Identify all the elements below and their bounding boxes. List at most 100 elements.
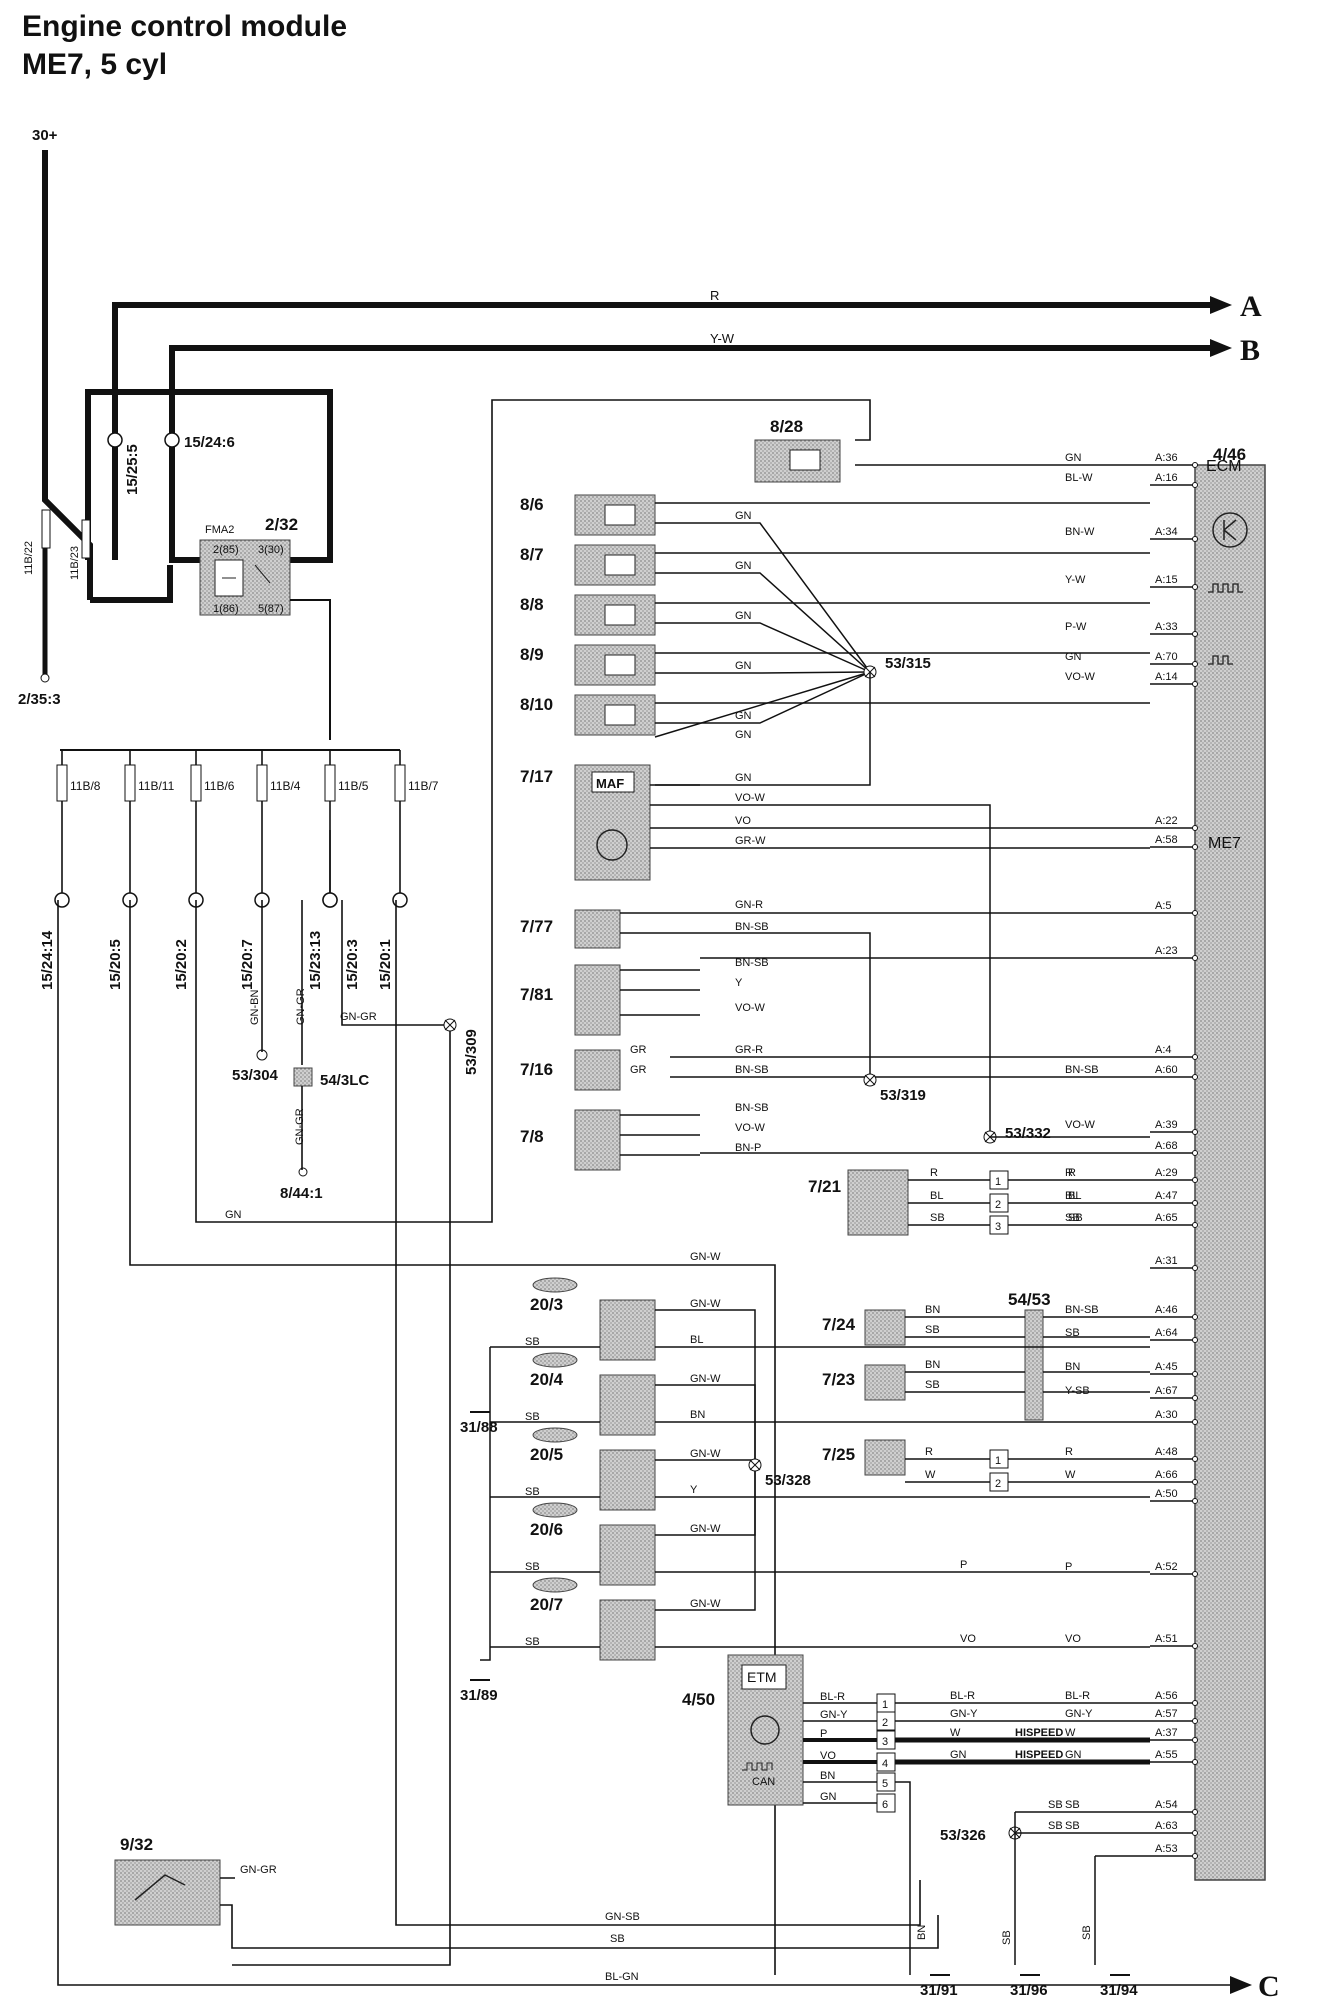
wire-bl-gn: BL-GN <box>605 1971 639 1983</box>
fuse: 11B/415/20:7 <box>239 750 301 990</box>
ecm-pin: A:37W <box>1065 1727 1198 1743</box>
etm-wire-left: GN <box>820 1791 837 1803</box>
ecm-ref: 4/46 <box>1213 445 1246 464</box>
ecm-pin-wire-color: GN <box>1065 1749 1082 1761</box>
splice-53-304: 53/304 <box>232 1067 279 1084</box>
ecm-pin-label: A:63 <box>1155 1820 1178 1832</box>
injector <box>574 544 656 586</box>
ecm-pin-wire-color: BN <box>1065 1361 1080 1373</box>
ground-label: 31/88 <box>460 1419 498 1436</box>
ecm-pin-label: A:39 <box>1155 1119 1178 1131</box>
conn-15-24-6: 15/24:6 <box>184 434 235 451</box>
etm-pin-num: 5 <box>882 1778 888 1790</box>
wire-label: BN-SB <box>735 1064 769 1076</box>
ecm-pin-wire-color: BN-W <box>1065 526 1095 538</box>
ground-label: 31/94 <box>1100 1982 1138 1999</box>
relay-name: FMA2 <box>205 524 234 536</box>
maf-wire-label: VO <box>735 815 751 827</box>
etm-pin-num: 3 <box>882 1736 888 1748</box>
wire-label: VO-W <box>735 1002 766 1014</box>
ecm-pin: A:33P-W <box>1065 621 1198 637</box>
wire-sb-label: SB <box>1048 1799 1063 1811</box>
injector-wire-gn: GN <box>735 660 752 672</box>
coil-label: 20/7 <box>530 1595 563 1614</box>
pedal-ref: 9/32 <box>120 1835 153 1854</box>
fuse-row: 11B/815/24:1411B/1115/20:511B/615/20:211… <box>39 750 439 990</box>
conn-15-25-5: 15/25:5 <box>124 444 141 495</box>
wire-label: R <box>925 1446 933 1458</box>
ecm-pin-label: A:31 <box>1155 1255 1178 1267</box>
conn-54-3lc: 54/3LC <box>320 1072 369 1089</box>
wire-label: R <box>1068 1167 1076 1179</box>
relay-pin-87: 5(87) <box>258 603 284 615</box>
ignition-coil <box>599 1449 656 1511</box>
wire-label: GR-R <box>735 1044 763 1056</box>
relay-pin-86: 1(86) <box>213 603 239 615</box>
wire-gn-bottom: GN <box>225 1209 242 1221</box>
ecm-pin-wire-color: W <box>1065 1727 1076 1739</box>
ecm-pin: A:52P <box>1065 1561 1198 1577</box>
ground-symbol: 31/88 <box>460 1411 498 1436</box>
ground-2-35-3: 2/35:3 <box>18 691 61 708</box>
coil-label: 20/3 <box>530 1295 563 1314</box>
pedal-wire-sb: SB <box>610 1933 625 1945</box>
ecm-pin-wire-color: Y-SB <box>1065 1385 1090 1397</box>
injector <box>574 494 656 536</box>
component-7-77 <box>574 909 621 949</box>
ecm-pin: A:58 <box>1150 834 1198 850</box>
ecm-pin-wire-color: SB <box>1065 1212 1080 1224</box>
component-7-81 <box>574 964 621 1036</box>
component-label: 54/53 <box>1008 1290 1051 1309</box>
wire-label: W <box>925 1469 936 1481</box>
injector-wire-gn: GN <box>735 710 752 722</box>
ecm-pin-wire-color: GN <box>1065 651 1082 663</box>
coil-wire-top: GN-W <box>690 1598 721 1610</box>
maf-wire-label: GR-W <box>735 835 766 847</box>
wire-label: GR <box>630 1064 647 1076</box>
ecm-pin: A:66W <box>1065 1469 1198 1485</box>
maf-label: MAF <box>596 776 624 791</box>
ecm-pin-wire-color: BL-R <box>1065 1690 1090 1702</box>
wire-label: GN-R <box>735 899 763 911</box>
arrow-c: C <box>1258 1970 1280 2000</box>
injector-wire-gn: GN <box>735 610 752 622</box>
ecm-pin-label: A:23 <box>1155 945 1178 957</box>
supply-label: 30+ <box>32 127 58 144</box>
ecm-pin-wire-color: R <box>1065 1446 1073 1458</box>
coil-label: 20/5 <box>530 1445 563 1464</box>
injector <box>574 694 656 736</box>
ground-symbol: 31/91 <box>920 1974 958 1999</box>
wire-label: GR <box>630 1044 647 1056</box>
injector <box>574 644 656 686</box>
coil-wire-top: GN-W <box>690 1523 721 1535</box>
coil-wire-top: GN-W <box>690 1448 721 1460</box>
wire-p-label: P <box>960 1559 967 1571</box>
wire-label: BN-SB <box>735 921 769 933</box>
wire-label: BN <box>925 1304 940 1316</box>
ecm-pin: A:15Y-W <box>1065 574 1198 590</box>
fuse-label: 11B/5 <box>338 779 369 793</box>
maf-wire-label: VO-W <box>735 792 766 804</box>
ecm-pin-wire-color: BL <box>1065 1190 1078 1202</box>
splice-53-326: 53/326 <box>940 1826 1022 1844</box>
coil-wire-bot: Y <box>690 1484 698 1496</box>
connector-pin: 2 <box>995 1478 1001 1490</box>
ecm-pin-label: A:47 <box>1155 1190 1178 1202</box>
coil-label: 20/6 <box>530 1520 563 1539</box>
ecm-pin-wire-color: W <box>1065 1469 1076 1481</box>
component-7-17: MAF <box>574 764 651 881</box>
ecm-pin: A:48R <box>1065 1446 1198 1462</box>
connector-pin: 1 <box>995 1455 1001 1467</box>
component-label: 7/23 <box>822 1370 855 1389</box>
component-label: 7/17 <box>520 767 553 786</box>
etm-label: ETM <box>747 1669 777 1685</box>
etm-can-label: CAN <box>752 1776 775 1788</box>
component-label: 7/21 <box>808 1177 841 1196</box>
injector-label: 8/10 <box>520 695 553 714</box>
